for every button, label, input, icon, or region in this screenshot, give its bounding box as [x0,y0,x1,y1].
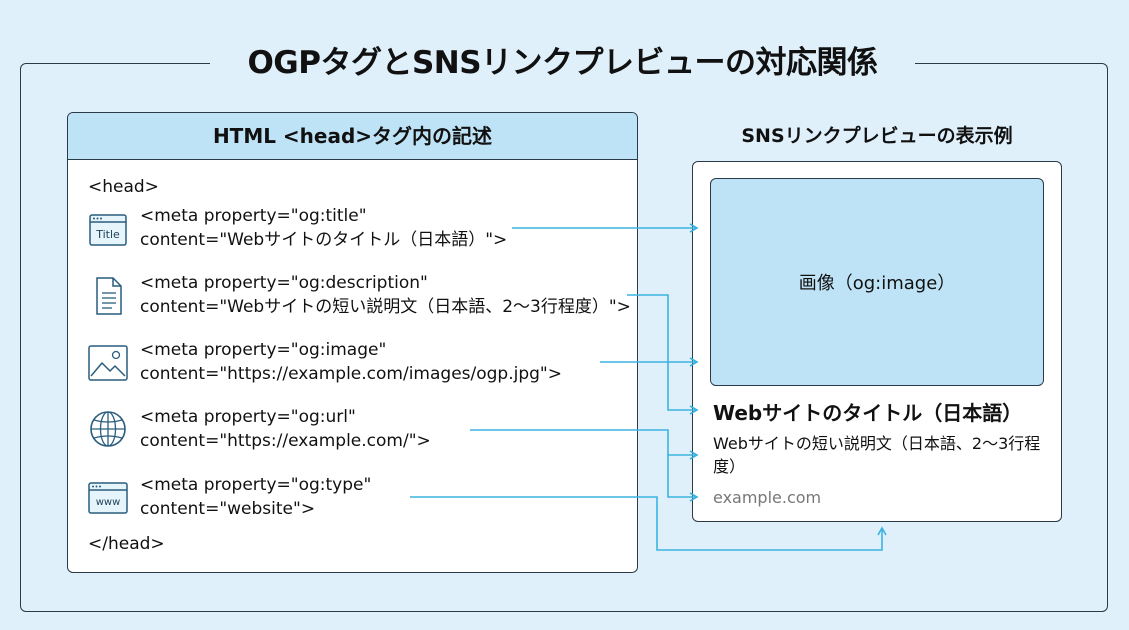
code-panel-header: HTML <head>タグ内の記述 [68,113,637,160]
meta-og-image-line2: content="https://example.com/images/ogp.… [140,364,562,384]
arrow-og-url-to-domain [667,455,699,502]
head-open-tag: <head> [88,177,159,197]
preview-title: Webサイトのタイトル（日本語） [713,401,1023,425]
title-window-icon: Title [89,214,127,246]
title-icon-label: Title [95,228,120,241]
preview-image-box: 画像（og:image） [710,178,1044,386]
diagram-title: OGPタグとSNSリンクプレビューの対応関係 [210,38,915,88]
arrow-og-description [627,294,699,415]
meta-og-type-line2: content="website"> [140,499,316,519]
meta-og-description-line2: content="Webサイトの短い説明文（日本語、2〜3行程度）"> [140,297,631,317]
preview-image-label: 画像（og:image） [798,273,956,294]
preview-description: Webサイトの短い説明文（日本語、2〜3行程度） [713,434,1041,476]
meta-og-description-line1: <meta property="og:description" [140,273,428,293]
globe-icon [90,411,126,447]
www-icon-label: www [96,497,121,508]
preview-heading: SNSリンクプレビューの表示例 [741,125,1013,147]
meta-og-title-line1: <meta property="og:title" [140,206,367,226]
arrow-og-type [410,496,887,551]
document-icon [96,277,122,315]
meta-og-type-line1: <meta property="og:type" [140,475,372,495]
meta-og-image-line1: <meta property="og:image" [140,340,387,360]
meta-og-url-line2: content="https://example.com/"> [140,431,431,451]
meta-og-url-line1: <meta property="og:url" [140,407,356,427]
image-icon [88,345,128,381]
preview-url: example.com [713,488,822,507]
arrow-og-url [470,429,699,460]
www-window-icon: www [88,482,128,514]
html-head-panel: HTML <head>タグ内の記述 <head> Title <meta pro… [67,112,638,573]
head-close-tag: </head> [88,534,165,554]
meta-og-title-line2: content="Webサイトのタイトル（日本語）"> [140,230,508,250]
